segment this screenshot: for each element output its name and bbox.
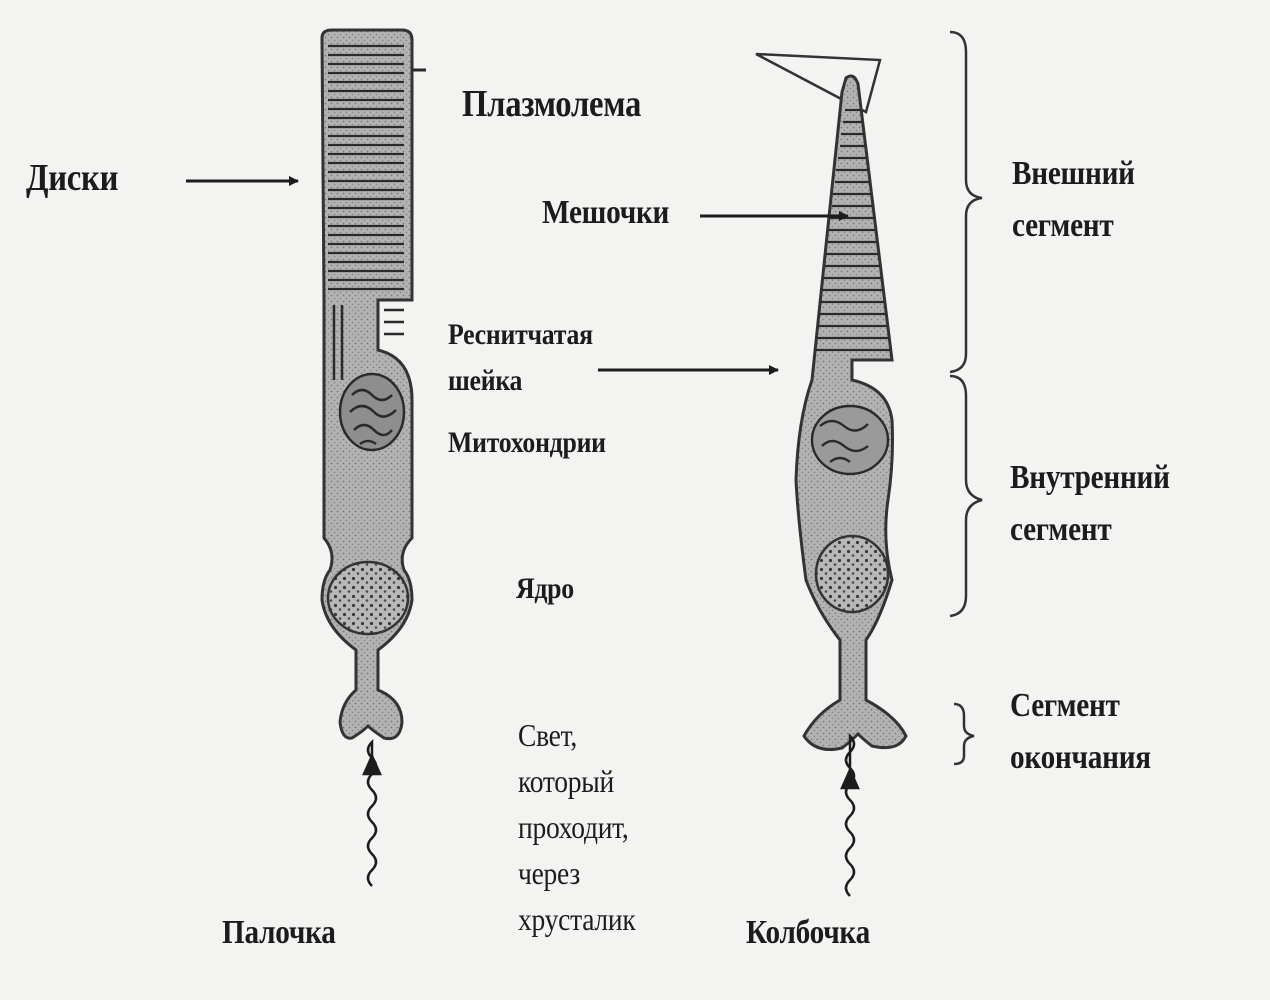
label-light-line4: через	[518, 855, 580, 891]
label-light-line3: проходит,	[518, 809, 629, 845]
label-outer-segment: Внешний сегмент	[1012, 148, 1135, 252]
label-synaptic-segment-line1: Сегмент	[1010, 687, 1120, 724]
label-ciliary-neck-line2: шейка	[448, 364, 523, 397]
rod-discs	[328, 44, 404, 291]
cone-plasmalemma	[755, 52, 882, 114]
cone-light-wave	[840, 732, 860, 897]
label-plasmalemma: Плазмолема	[462, 83, 642, 125]
rod-light-wave	[362, 738, 382, 887]
label-synaptic-segment: Сегмент окончания	[1010, 680, 1151, 784]
rod-mitochondria	[338, 372, 406, 452]
segment-braces	[949, 30, 983, 766]
label-inner-segment: Внутренний сегмент	[1010, 452, 1170, 556]
label-discs: Диски	[26, 157, 119, 199]
rod-cell	[320, 28, 426, 741]
label-light-line2: который	[518, 763, 614, 799]
inner-segment-brace	[949, 374, 983, 618]
rod-nucleus	[326, 560, 410, 636]
label-mitochondria: Митохондрии	[448, 426, 606, 459]
label-ciliary-neck: Реснитчатая шейка	[448, 312, 593, 404]
label-outer-segment-line1: Внешний	[1012, 155, 1135, 192]
cone-mitochondria	[810, 404, 890, 476]
synaptic-segment-brace	[953, 702, 975, 766]
label-inner-segment-line1: Внутренний	[1010, 459, 1170, 496]
label-inner-segment-line2: сегмент	[1010, 511, 1112, 548]
label-sacs: Мешочки	[542, 194, 670, 231]
label-ciliary-neck-line1: Реснитчатая	[448, 318, 593, 351]
cone-sacs	[816, 108, 890, 352]
cone-nucleus	[814, 534, 890, 614]
label-light-line1: Свет,	[518, 717, 577, 753]
outer-segment-brace	[949, 30, 983, 374]
label-nucleus: Ядро	[516, 572, 574, 605]
label-rod: Палочка	[222, 914, 336, 951]
label-light: Свет, который проходит, через хрусталик	[518, 712, 636, 942]
label-synaptic-segment-line2: окончания	[1010, 739, 1151, 776]
label-cone: Колбочка	[746, 914, 870, 951]
label-light-line5: хрусталик	[518, 901, 636, 937]
cone-cell	[755, 52, 908, 751]
label-outer-segment-line2: сегмент	[1012, 207, 1114, 244]
